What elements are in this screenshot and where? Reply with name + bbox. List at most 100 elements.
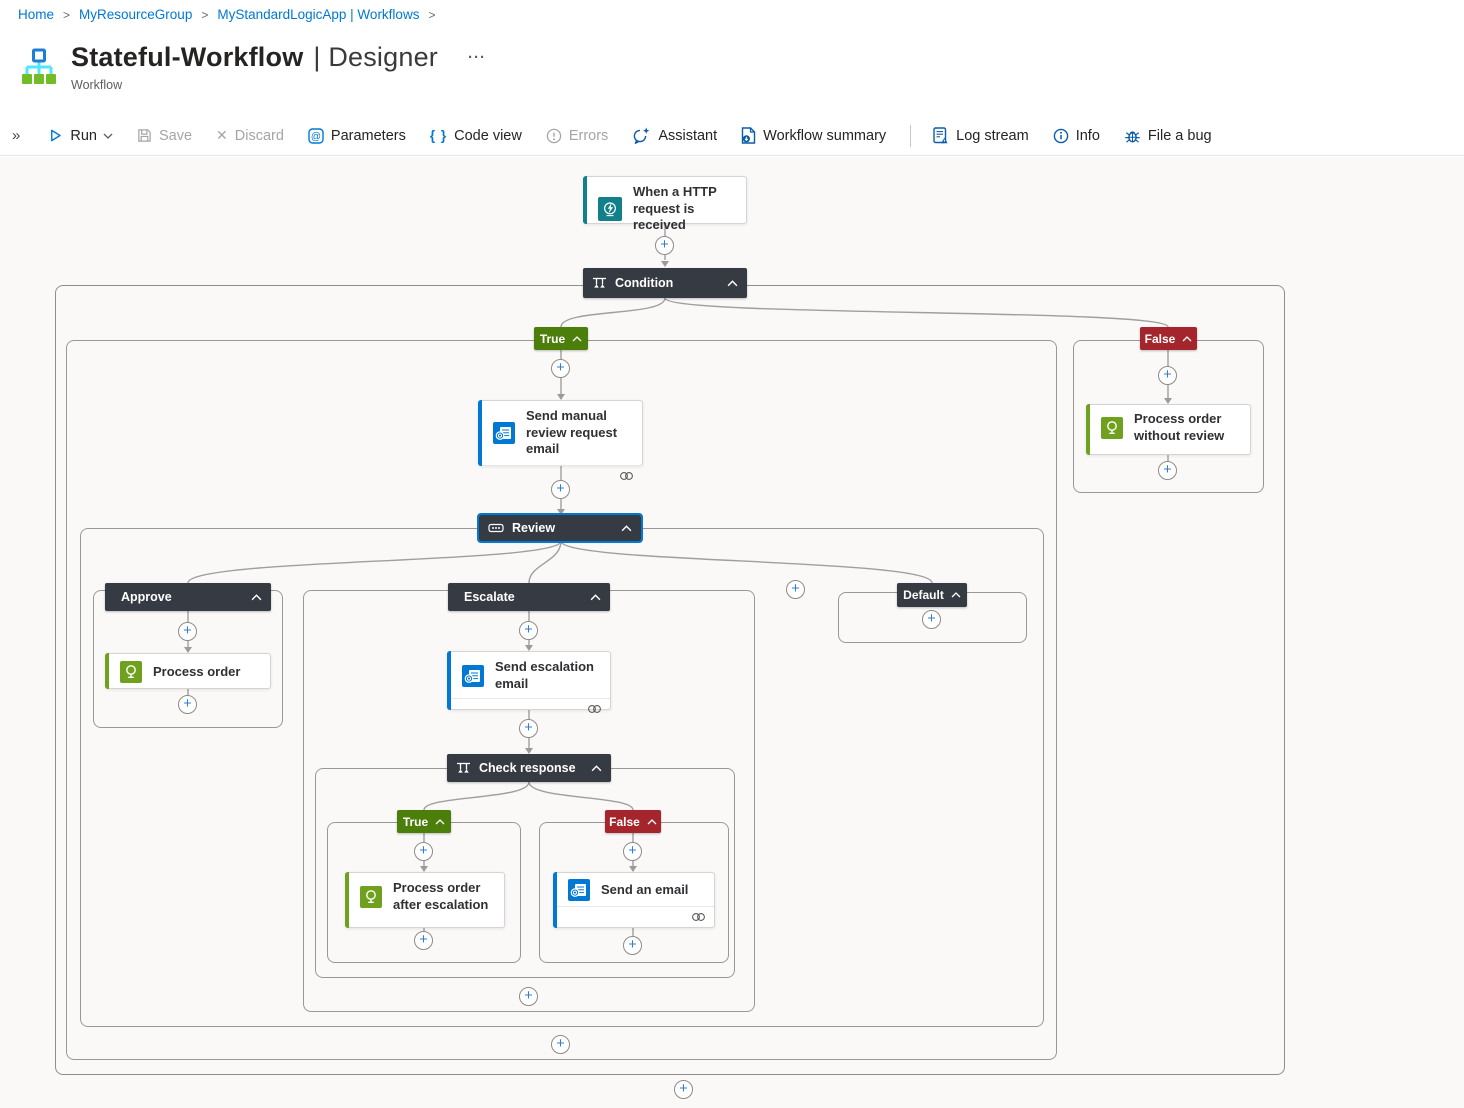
bug-icon <box>1125 130 1140 143</box>
info-icon <box>1053 128 1069 143</box>
add-action-button[interactable]: + <box>922 610 941 629</box>
action-send-manual-review-email[interactable]: Send manual review request email <box>478 400 643 480</box>
plus-icon: + <box>660 236 669 253</box>
file-a-bug-button[interactable]: File a bug <box>1124 128 1212 144</box>
action-label: Process order after escalation <box>393 880 489 912</box>
workflow-logo-icon <box>22 48 56 84</box>
plus-icon: + <box>1163 461 1172 478</box>
chevron-up-icon[interactable] <box>719 279 738 287</box>
plus-icon: + <box>927 610 936 627</box>
plus-icon: + <box>628 842 637 859</box>
svg-text:@: @ <box>311 131 321 142</box>
action-process-order[interactable]: Process order <box>105 653 271 689</box>
code-braces-icon: { } <box>429 128 448 143</box>
check-false-label[interactable]: False <box>605 810 661 833</box>
plus-icon: + <box>556 359 565 376</box>
add-action-button[interactable]: + <box>519 987 538 1006</box>
chevron-up-icon[interactable] <box>572 335 582 342</box>
condition-label: Condition <box>615 276 674 290</box>
add-action-button[interactable]: + <box>178 695 197 714</box>
chevron-up-icon[interactable] <box>647 818 657 825</box>
condition-icon <box>593 277 606 288</box>
parameters-button[interactable]: @ Parameters <box>308 128 406 144</box>
action-send-an-email[interactable]: Send an email <box>553 872 715 928</box>
add-action-button[interactable]: + <box>178 622 197 641</box>
action-process-order-after-escalation[interactable]: Process order after escalation <box>345 872 505 928</box>
save-icon <box>138 129 151 142</box>
chevron-up-icon[interactable] <box>613 524 632 532</box>
check-response-label: Check response <box>479 761 576 775</box>
approve-case-header[interactable]: Approve <box>105 583 271 611</box>
plus-icon: + <box>419 931 428 948</box>
log-stream-icon <box>933 127 948 144</box>
action-label: Send escalation email <box>495 659 594 691</box>
breadcrumb: Home > MyResourceGroup > MyStandardLogic… <box>18 7 435 22</box>
plus-icon: + <box>524 987 533 1004</box>
trigger-label: When a HTTP request is received <box>633 184 717 233</box>
workflow-summary-button[interactable]: Workflow summary <box>741 127 886 144</box>
plus-icon: + <box>1163 366 1172 383</box>
escalate-case-header[interactable]: Escalate <box>448 583 610 611</box>
approve-label: Approve <box>121 590 172 604</box>
add-action-button[interactable]: + <box>674 1080 693 1099</box>
more-actions-icon[interactable]: ··· <box>467 49 486 66</box>
add-case-button[interactable]: + <box>786 580 805 599</box>
check-response-condition-node[interactable]: Check response <box>447 754 611 782</box>
condition-true-label[interactable]: True <box>534 327 588 350</box>
action-send-escalation-email[interactable]: Send escalation email <box>447 651 611 714</box>
chevron-up-icon[interactable] <box>583 764 602 772</box>
breadcrumb-resource-group-link[interactable]: MyResourceGroup <box>79 7 193 22</box>
connection-link-icon <box>588 705 601 714</box>
plus-icon: + <box>183 622 192 639</box>
add-action-button[interactable]: + <box>519 621 538 640</box>
action-label: Process order without review <box>1134 411 1225 443</box>
add-action-button[interactable]: + <box>551 359 570 378</box>
action-label: Process order <box>153 663 241 679</box>
trigger-when-http-request-received[interactable]: When a HTTP request is received <box>583 176 747 232</box>
action-process-order-without-review[interactable]: Process order without review <box>1086 404 1251 455</box>
plus-icon: + <box>791 580 800 597</box>
condition-false-label[interactable]: False <box>1140 327 1197 350</box>
condition-node[interactable]: Condition <box>583 268 747 298</box>
workflow-summary-icon <box>741 127 756 144</box>
review-switch-node[interactable]: Review <box>477 513 643 543</box>
add-action-button[interactable]: + <box>519 719 538 738</box>
add-action-button[interactable]: + <box>623 842 642 861</box>
check-true-label[interactable]: True <box>397 810 451 833</box>
add-action-button[interactable]: + <box>414 931 433 950</box>
plus-icon: + <box>556 480 565 497</box>
plus-icon: + <box>556 1035 565 1052</box>
breadcrumb-logic-app-link[interactable]: MyStandardLogicApp | Workflows <box>217 7 420 22</box>
process-action-icon <box>120 661 142 683</box>
breadcrumb-home-link[interactable]: Home <box>18 7 55 22</box>
resource-type-label: Workflow <box>71 78 123 92</box>
code-view-button[interactable]: { } Code view <box>429 127 522 144</box>
chevron-up-icon[interactable] <box>582 593 601 601</box>
plus-icon: + <box>183 695 192 712</box>
expand-toolbar-icon[interactable]: » <box>12 127 21 144</box>
log-stream-button[interactable]: Log stream <box>933 127 1029 144</box>
chevron-up-icon[interactable] <box>243 593 262 601</box>
add-action-button[interactable]: + <box>551 480 570 499</box>
play-icon <box>51 129 62 142</box>
add-action-button[interactable]: + <box>551 1035 570 1054</box>
chevron-up-icon[interactable] <box>1182 335 1192 342</box>
add-action-button[interactable]: + <box>655 236 674 255</box>
run-button[interactable]: Run <box>48 128 113 144</box>
chevron-up-icon[interactable] <box>951 592 961 598</box>
page-view-label: | Designer <box>313 42 438 72</box>
assistant-button[interactable]: Assistant <box>632 127 717 144</box>
designer-canvas[interactable]: When a HTTP request is received Conditio… <box>0 157 1464 1108</box>
add-action-button[interactable]: + <box>623 936 642 955</box>
info-button[interactable]: Info <box>1053 128 1100 144</box>
add-action-button[interactable]: + <box>1158 461 1177 480</box>
add-action-button[interactable]: + <box>414 842 433 861</box>
breadcrumb-separator-icon: > <box>63 7 71 22</box>
breadcrumb-separator-icon: > <box>201 7 209 22</box>
add-action-button[interactable]: + <box>1158 366 1177 385</box>
errors-icon <box>546 128 562 143</box>
default-case-header[interactable]: Default <box>897 583 967 607</box>
condition-icon <box>457 762 470 773</box>
chevron-up-icon[interactable] <box>435 818 445 825</box>
